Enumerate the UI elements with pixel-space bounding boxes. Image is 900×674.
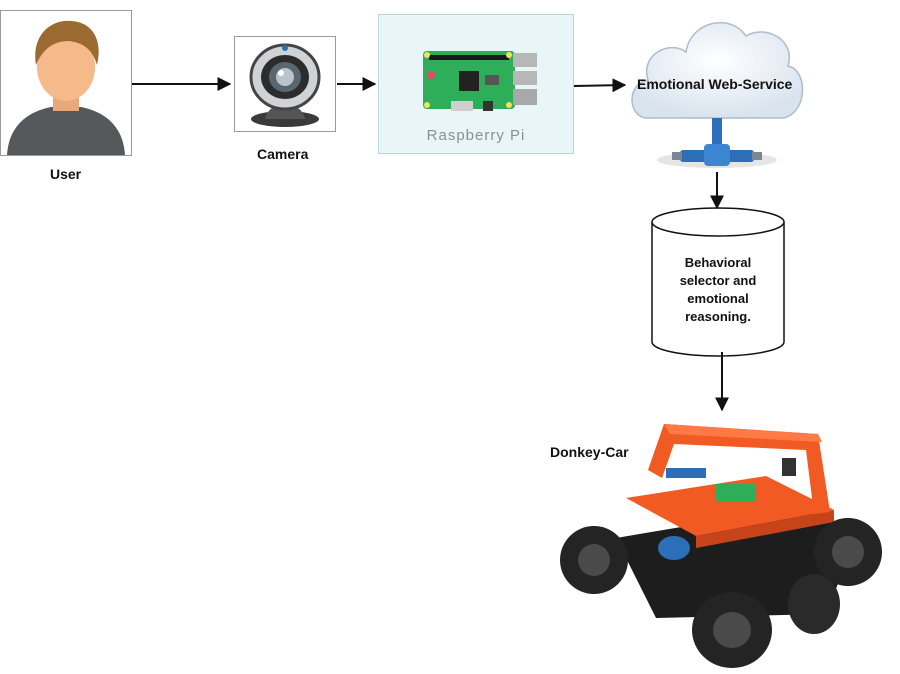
raspberry-pi-node: Raspberry Pi bbox=[378, 14, 574, 154]
user-node bbox=[0, 10, 132, 156]
selector-line-3: emotional bbox=[687, 291, 749, 306]
camera-node bbox=[234, 36, 336, 132]
cloud-icon bbox=[631, 21, 804, 168]
arrow-pi-to-cloud bbox=[573, 78, 627, 93]
user-avatar-icon bbox=[1, 11, 131, 155]
user-label: User bbox=[50, 166, 82, 182]
camera-label: Camera bbox=[257, 146, 309, 162]
webcam-icon bbox=[249, 43, 321, 127]
selector-line-1: Behavioral bbox=[684, 255, 752, 270]
selector-line-2: selector and bbox=[679, 273, 757, 288]
raspberry-pi-label: Raspberry Pi bbox=[426, 127, 526, 144]
web-service-label: Emotional Web-Service bbox=[637, 76, 793, 92]
selector-text: Behavioral selector and emotional reason… bbox=[650, 254, 786, 326]
raspberry-pi-board-icon bbox=[423, 51, 537, 111]
selector-line-4: reasoning. bbox=[685, 309, 751, 324]
donkey-car-image bbox=[560, 424, 882, 668]
donkey-car-label: Donkey-Car bbox=[550, 444, 629, 460]
